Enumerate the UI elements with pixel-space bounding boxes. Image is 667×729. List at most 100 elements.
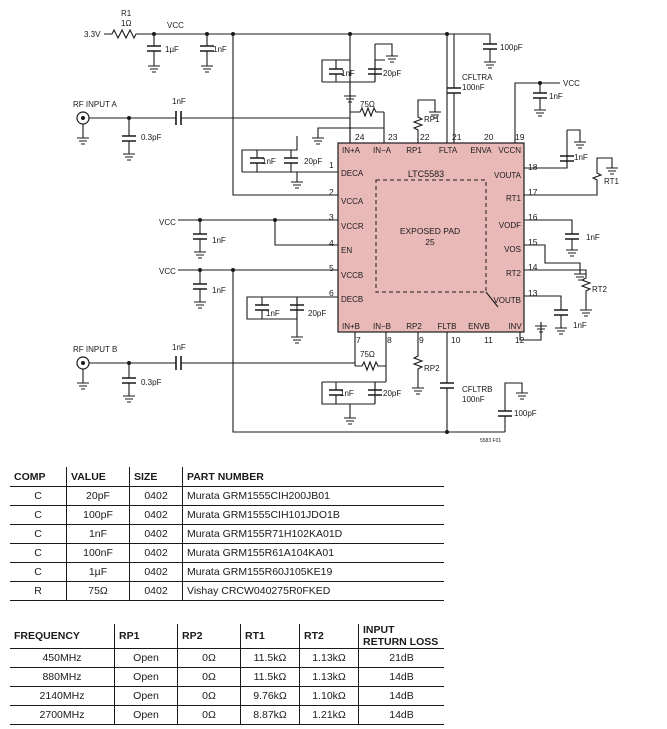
pin-label-decb: DECB	[341, 295, 363, 304]
cap-100pf-top: 100pF	[500, 43, 523, 52]
table-cell: C	[10, 505, 67, 525]
table-cell: Murata GRM155R71H102KA01D	[182, 524, 444, 544]
table-cell: 75Ω	[66, 581, 130, 601]
table-cell: C	[10, 524, 67, 544]
r-75-b: 75Ω	[360, 350, 375, 359]
table-cell: Open	[114, 667, 178, 687]
pin-label-vos: VOS	[504, 245, 521, 254]
pin-label-in-plus-a: IN+A	[342, 146, 361, 155]
rf-input-b-label: RF INPUT B	[73, 345, 117, 354]
table-cell: 450MHz	[10, 648, 115, 668]
svg-text:11: 11	[484, 335, 493, 345]
cap-20pf-deca: 20pF	[304, 157, 322, 166]
svg-text:10: 10	[451, 335, 461, 345]
svg-text:7: 7	[356, 335, 361, 345]
pin-label-vccr: VCCR	[341, 222, 364, 231]
pin-label-flta: FLTA	[439, 146, 458, 155]
svg-text:15: 15	[528, 237, 538, 247]
table-cell: Murata GRM1555CIH101JDO1B	[182, 505, 444, 525]
header-value: VALUE	[66, 467, 130, 487]
table-cell: 9.76kΩ	[240, 686, 300, 706]
table-cell: 0Ω	[177, 648, 241, 668]
cfltrb-value: 100nF	[462, 395, 485, 404]
r1-value: 1Ω	[121, 19, 131, 28]
pin-label-vccn: VCCN	[498, 146, 521, 155]
svg-text:21: 21	[452, 132, 462, 142]
cap-1nf-top: 1nF	[213, 45, 227, 54]
frequency-table-header: FREQUENCY RP1 RP2 RT1 RT2 INPUT RETURN L…	[10, 624, 444, 649]
table-cell: 1.10kΩ	[299, 686, 359, 706]
r1-label: R1	[121, 9, 132, 18]
svg-text:18: 18	[528, 162, 538, 172]
table-cell: C	[10, 543, 67, 563]
svg-text:17: 17	[528, 187, 538, 197]
table-cell: 0402	[129, 543, 183, 563]
header-size: SIZE	[129, 467, 183, 487]
application-schematic: LTC5583 EXPOSED PAD 25 DECA VCCA VCCR EN…	[73, 9, 620, 444]
table-cell: 0402	[129, 581, 183, 601]
pin-label-inv: INV	[508, 322, 522, 331]
cap-1nf-vccb: 1nF	[212, 286, 226, 295]
pin-label-rp1: RP1	[406, 146, 422, 155]
svg-text:1: 1	[329, 160, 334, 170]
header-rp2: RP2	[177, 624, 241, 649]
header-comp: COMP	[10, 467, 67, 487]
pin-label-rt2: RT2	[506, 269, 522, 278]
table-cell: Murata GRM155R61A104KA01	[182, 543, 444, 563]
rt2-label: RT2	[592, 285, 608, 294]
table-cell: Murata GRM1555CIH200JB01	[182, 486, 444, 506]
cap-03pf-a: 0.3pF	[141, 133, 162, 142]
vcc-label-top: VCC	[167, 21, 184, 30]
table-cell: 21dB	[358, 648, 444, 668]
table-cell: 0402	[129, 562, 183, 582]
pin-label-in-minus-a: IN−A	[373, 146, 392, 155]
svg-text:8: 8	[387, 335, 392, 345]
table-cell: 8.87kΩ	[240, 705, 300, 725]
table-cell: Open	[114, 705, 178, 725]
table-cell: 14dB	[358, 667, 444, 687]
svg-text:24: 24	[355, 132, 365, 142]
pad-label: EXPOSED PAD	[400, 226, 460, 236]
pin-label-enva: ENVA	[470, 146, 492, 155]
pin-label-deca: DECA	[341, 169, 364, 178]
table-cell: 1.13kΩ	[299, 648, 359, 668]
header-input-return-loss: INPUT RETURN LOSS	[358, 624, 444, 649]
table-cell: 1µF	[66, 562, 130, 582]
table-cell: 0Ω	[177, 705, 241, 725]
vcc-label-vccn: VCC	[563, 79, 580, 88]
table-cell: 0402	[129, 486, 183, 506]
cap-1nf-decb: 1nF	[266, 309, 280, 318]
table-cell: 880MHz	[10, 667, 115, 687]
cap-1nf-inb: 1nF	[340, 389, 354, 398]
svg-text:13: 13	[528, 288, 538, 298]
svg-text:20: 20	[484, 132, 494, 142]
header-frequency: FREQUENCY	[10, 624, 115, 649]
table-cell: Open	[114, 648, 178, 668]
header-rt2: RT2	[299, 624, 359, 649]
exposed-pad	[375, 179, 487, 293]
svg-text:9: 9	[419, 335, 424, 345]
cap-100pf-bottom: 100pF	[514, 409, 537, 418]
header-rp1: RP1	[114, 624, 178, 649]
cap-20pf-inb: 20pF	[383, 389, 401, 398]
pin-label-envb: ENVB	[468, 322, 490, 331]
cap-1nf-deca: 1nF	[262, 157, 276, 166]
table-cell: 2140MHz	[10, 686, 115, 706]
table-cell: 2700MHz	[10, 705, 115, 725]
svg-text:2: 2	[329, 187, 334, 197]
table-cell: 100pF	[66, 505, 130, 525]
rf-input-a-label: RF INPUT A	[73, 100, 118, 109]
pin-label-in-minus-b: IN−B	[373, 322, 391, 331]
table-cell: 11.5kΩ	[240, 667, 300, 687]
cap-1nf-vodf: 1nF	[586, 233, 600, 242]
cap-20pf-decb: 20pF	[308, 309, 326, 318]
